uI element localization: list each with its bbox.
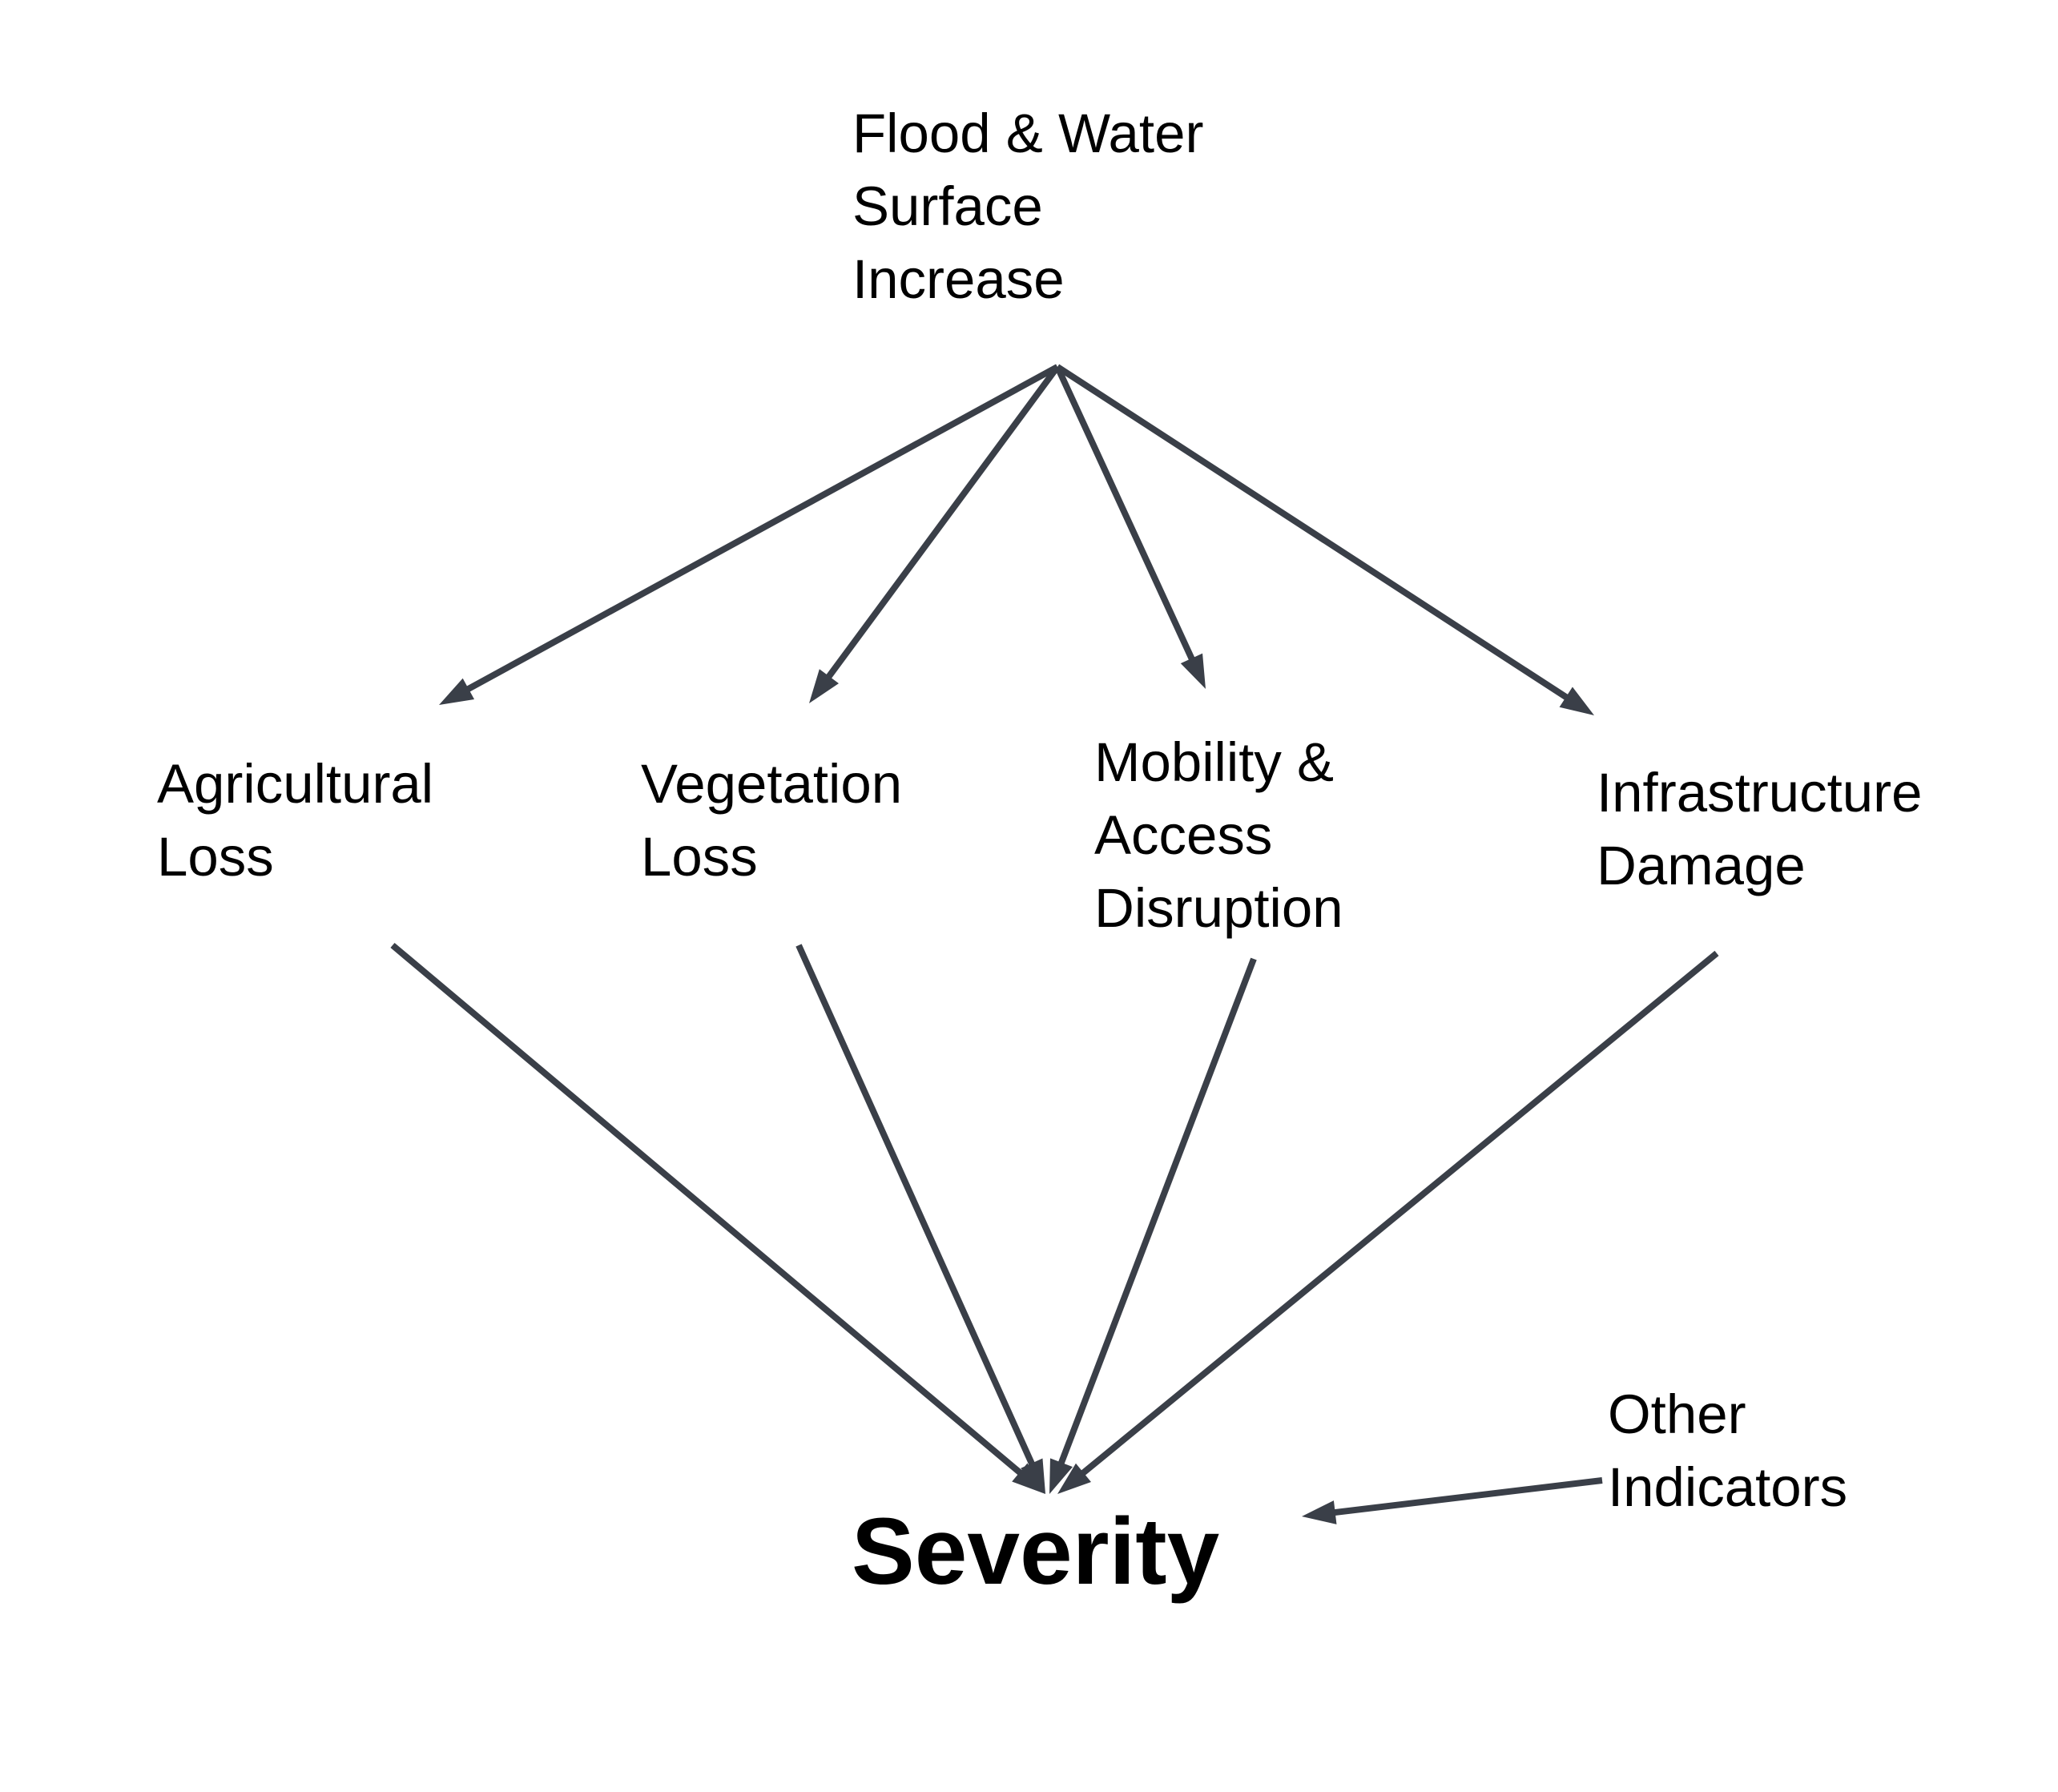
- infrastructure-label-line-1: Infrastructure: [1597, 762, 1923, 824]
- flood-label-line-1: Flood & Water: [852, 103, 1203, 164]
- mobility-label-line-1: Mobility &: [1094, 731, 1334, 793]
- arrowheads: [439, 653, 1594, 1524]
- edge-infrastructure-to-severity: [1077, 950, 1719, 1479]
- edge-flood-to-agricultural: [462, 364, 1059, 695]
- flood-label-line-3: Increase: [852, 248, 1065, 310]
- infrastructure-label-line-2: Damage: [1597, 835, 1806, 896]
- mobility-label-line-3: Disruption: [1094, 877, 1343, 939]
- edge-flood-to-mobility: [1054, 365, 1197, 664]
- node-other-indicators: Other Indicators: [1608, 1383, 1847, 1518]
- node-infrastructure-damage: Infrastructure Damage: [1597, 762, 1938, 896]
- edge-flood-to-infrastructure: [1055, 364, 1572, 703]
- svg-text:Mobility & Access: Mobility & Access Disruption: [1094, 731, 1349, 939]
- agricultural-label-line-2: Loss: [157, 826, 274, 888]
- flood-label-line-2: Surface: [852, 175, 1043, 237]
- edges: [390, 364, 1719, 1516]
- severity-label: Severity: [852, 1499, 1219, 1605]
- arrowhead-flood-to-agricultural: [439, 678, 475, 705]
- agricultural-label-line-1: Agricultural: [157, 753, 433, 815]
- arrowhead-infrastructure-to-severity: [1057, 1463, 1091, 1494]
- edge-agricultural-to-severity: [390, 942, 1026, 1478]
- svg-text:Flood & Water Surface: Flood & Water Surface Increase: [852, 103, 1219, 310]
- node-flood: Flood & Water Surface Increase: [852, 103, 1219, 310]
- vegetation-label-line-2: Loss: [641, 826, 758, 888]
- svg-text:Agricultural Loss: Agricultural Loss: [157, 753, 449, 888]
- svg-text:Infrastructure Damage: Infrastructure Damage: [1597, 762, 1938, 896]
- arrowhead-flood-to-mobility: [1180, 653, 1206, 689]
- svg-text:Other Indicators: Other Indicators: [1608, 1383, 1847, 1518]
- edge-vegetation-to-severity: [795, 944, 1037, 1469]
- arrowhead-other-to-severity: [1302, 1500, 1337, 1524]
- other-label-line-1: Other: [1608, 1383, 1746, 1445]
- arrowhead-flood-to-vegetation: [809, 669, 840, 703]
- node-severity: Severity: [852, 1499, 1219, 1605]
- mobility-label-line-2: Access: [1094, 804, 1272, 866]
- other-label-line-2: Indicators: [1608, 1456, 1847, 1518]
- edge-other-to-severity: [1330, 1477, 1603, 1516]
- svg-text:Vegetation Loss: Vegetation Loss: [641, 753, 917, 888]
- arrowhead-flood-to-infrastructure: [1559, 687, 1594, 715]
- arrowhead-mobility-to-severity: [1049, 1458, 1073, 1494]
- edge-mobility-to-severity: [1057, 957, 1257, 1468]
- edge-flood-to-vegetation: [824, 364, 1061, 683]
- arrowhead-vegetation-to-severity: [1021, 1458, 1045, 1494]
- node-mobility-access-disruption: Mobility & Access Disruption: [1094, 731, 1349, 939]
- node-vegetation-loss: Vegetation Loss: [641, 753, 917, 888]
- arrowhead-agricultural-to-severity: [1012, 1463, 1045, 1494]
- node-agricultural-loss: Agricultural Loss: [157, 753, 449, 888]
- vegetation-label-line-1: Vegetation: [641, 753, 902, 815]
- svg-text:Severity: Severity: [852, 1499, 1219, 1605]
